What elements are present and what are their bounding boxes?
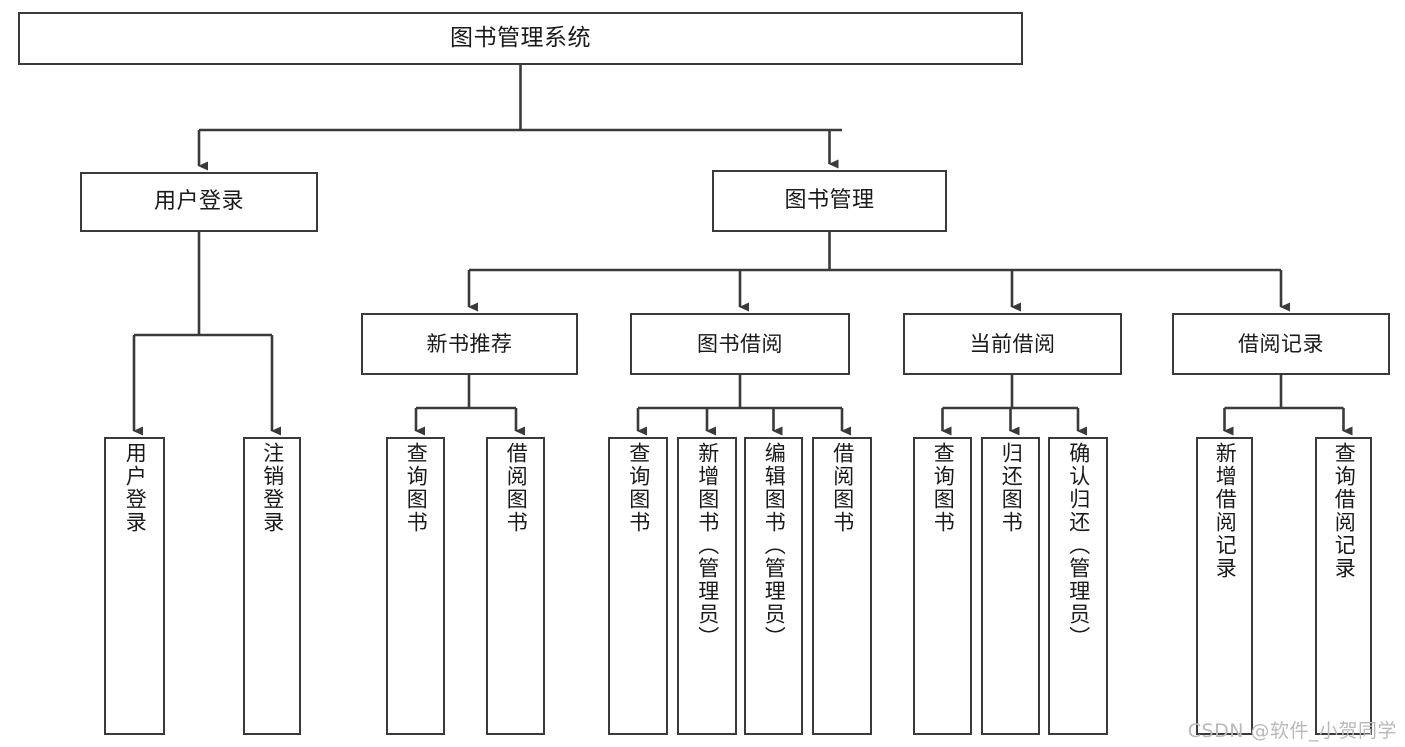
node-leaf-rec-add-record[interactable]: 新增借阅记录: [1196, 437, 1253, 735]
node-user-login-label: 用户登录: [153, 189, 244, 215]
node-leaf-user-login-label: 用户登录: [123, 442, 148, 534]
node-leaf-borrow-borrow-book-label: 借阅图书: [830, 442, 855, 534]
node-root[interactable]: 图书管理系统: [18, 12, 1023, 65]
node-leaf-rec-query-record[interactable]: 查询借阅记录: [1315, 437, 1372, 735]
node-leaf-cur-query-book-label: 查询图书: [931, 442, 956, 534]
node-leaf-user-logout-label: 注销登录: [260, 442, 285, 534]
node-leaf-rec-query-book-label: 查询图书: [404, 442, 429, 534]
node-book-manage[interactable]: 图书管理: [712, 170, 947, 232]
node-leaf-borrow-add-book[interactable]: 新增图书（管理员）: [677, 437, 737, 735]
node-leaf-rec-query-book[interactable]: 查询图书: [386, 437, 445, 735]
node-leaf-borrow-edit-book[interactable]: 编辑图书（管理员）: [744, 437, 803, 735]
node-leaf-borrow-edit-book-label: 编辑图书（管理员）: [762, 442, 787, 649]
node-leaf-user-login[interactable]: 用户登录: [104, 437, 165, 735]
node-leaf-borrow-query-book-label: 查询图书: [626, 442, 651, 534]
node-new-book-rec-label: 新书推荐: [426, 331, 513, 356]
node-root-label: 图书管理系统: [450, 25, 591, 52]
node-current-borrow[interactable]: 当前借阅: [903, 313, 1122, 375]
node-leaf-cur-query-book[interactable]: 查询图书: [913, 437, 972, 735]
node-book-manage-label: 图书管理: [784, 188, 875, 214]
node-user-login[interactable]: 用户登录: [80, 172, 318, 232]
node-leaf-borrow-add-book-label: 新增图书（管理员）: [695, 442, 720, 649]
node-leaf-cur-return-book[interactable]: 归还图书: [981, 437, 1040, 735]
node-leaf-rec-query-record-label: 查询借阅记录: [1332, 442, 1357, 580]
node-leaf-rec-borrow-book-label: 借阅图书: [504, 442, 529, 534]
node-current-borrow-label: 当前借阅: [969, 331, 1056, 356]
node-leaf-rec-add-record-label: 新增借阅记录: [1213, 442, 1238, 580]
node-new-book-rec[interactable]: 新书推荐: [361, 313, 578, 375]
node-leaf-borrow-borrow-book[interactable]: 借阅图书: [812, 437, 872, 735]
node-borrow-record-label: 借阅记录: [1238, 331, 1324, 356]
node-leaf-cur-return-book-label: 归还图书: [999, 442, 1024, 534]
csdn-watermark: CSDN @软件_小贺同学: [1187, 720, 1397, 742]
node-leaf-cur-confirm-return[interactable]: 确认归还（管理员）: [1048, 437, 1108, 735]
node-leaf-rec-borrow-book[interactable]: 借阅图书: [486, 437, 545, 735]
node-book-borrow-label: 图书借阅: [697, 331, 783, 356]
node-book-borrow[interactable]: 图书借阅: [630, 313, 850, 375]
node-borrow-record[interactable]: 借阅记录: [1172, 313, 1390, 375]
node-leaf-cur-confirm-return-label: 确认归还（管理员）: [1066, 442, 1091, 649]
node-leaf-borrow-query-book[interactable]: 查询图书: [608, 437, 668, 735]
node-leaf-user-logout[interactable]: 注销登录: [243, 437, 301, 735]
